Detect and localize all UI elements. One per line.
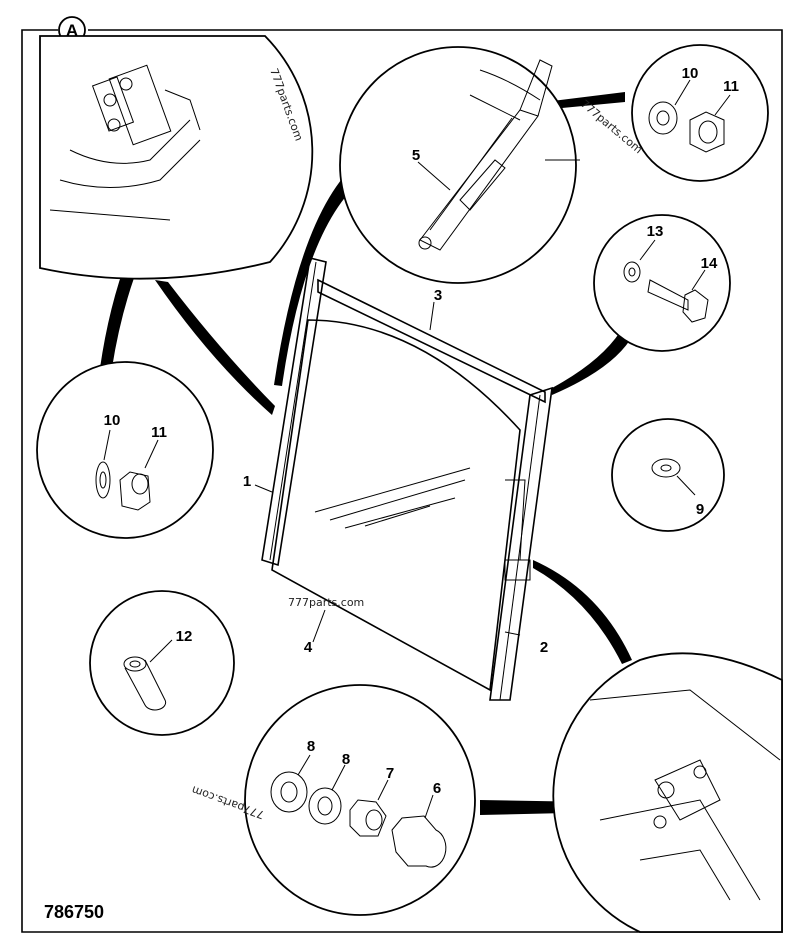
callout-3: 3 <box>434 287 442 304</box>
drawing-number: 786750 <box>44 902 104 922</box>
detail-circle-10-11-top <box>631 44 769 182</box>
callout-8: 8 <box>307 738 315 755</box>
callout-12: 12 <box>176 628 193 645</box>
watermark: 777parts.com <box>288 596 364 609</box>
detail-circle-9 <box>611 418 725 532</box>
callout-11: 11 <box>723 78 739 95</box>
detail-circle-12 <box>89 590 235 736</box>
callouts: 1 2 3 4 5 6 7 8 8 9 10 11 10 11 12 13 14 <box>104 65 739 797</box>
callout-8: 8 <box>342 751 350 768</box>
callout-1: 1 <box>243 473 251 490</box>
detail-circle-gas-strut <box>339 46 580 284</box>
callout-11: 11 <box>151 424 167 441</box>
detail-circle-10-11-left <box>36 361 214 539</box>
window-frame-assembly <box>261 257 553 701</box>
detail-circle-13-14 <box>593 214 731 352</box>
callout-9: 9 <box>696 501 704 518</box>
callout-10: 10 <box>682 65 699 82</box>
callout-14: 14 <box>701 255 718 272</box>
callout-10: 10 <box>104 412 121 429</box>
callout-5: 5 <box>412 147 420 164</box>
detail-circle-hinge <box>552 652 783 933</box>
callout-4: 4 <box>304 639 313 656</box>
callout-13: 13 <box>647 223 664 240</box>
callout-6: 6 <box>433 780 441 797</box>
detail-circle-6-7-8 <box>244 684 476 916</box>
drawing-border <box>21 29 783 933</box>
callout-7: 7 <box>386 765 394 782</box>
callout-leaders <box>254 161 521 643</box>
callout-2: 2 <box>540 639 548 656</box>
detail-circle-top-left <box>39 35 314 280</box>
